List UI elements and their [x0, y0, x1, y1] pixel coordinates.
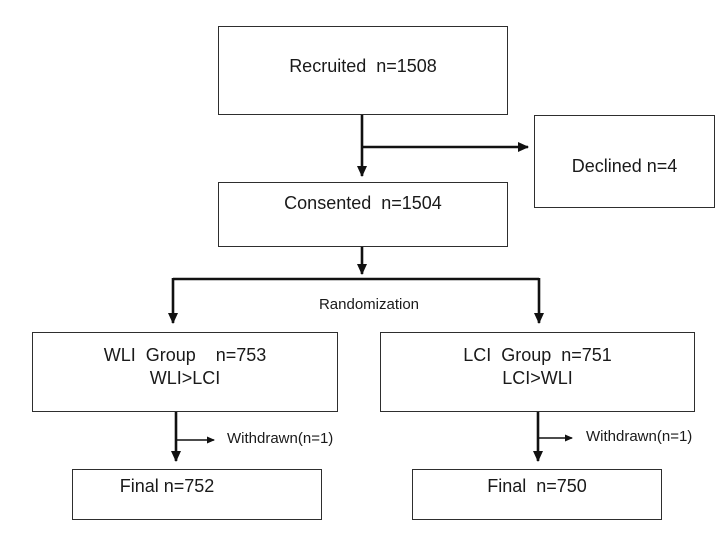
randomization-label: Randomization	[318, 296, 420, 313]
node-declined-label: Declined n=4	[571, 156, 678, 176]
node-final-lci-label: Final n=750	[487, 476, 587, 496]
node-lci-group-line1: LCI Group n=751	[463, 345, 612, 365]
withdrawn-lci-label: Withdrawn(n=1)	[586, 428, 693, 445]
node-final-lci: Final n=750	[412, 469, 662, 520]
node-consented: Consented n=1504	[218, 182, 508, 247]
node-final-wli-label: Final n=752	[119, 476, 215, 496]
withdrawn-wli-label: Withdrawn(n=1)	[227, 430, 334, 447]
node-consented-label: Consented n=1504	[284, 193, 442, 213]
node-recruited-label: Recruited n=1508	[289, 56, 437, 76]
node-declined: Declined n=4	[534, 115, 715, 208]
node-final-wli: Final n=752	[72, 469, 322, 520]
node-lci-group-line2: LCI>WLI	[502, 368, 573, 388]
node-wli-group-line1: WLI Group n=753	[103, 345, 267, 365]
node-wli-group-line2: WLI>LCI	[149, 368, 221, 388]
node-wli-group: WLI Group n=753 WLI>LCI	[32, 332, 338, 412]
node-lci-group: LCI Group n=751 LCI>WLI	[380, 332, 695, 412]
node-recruited: Recruited n=1508	[218, 26, 508, 115]
